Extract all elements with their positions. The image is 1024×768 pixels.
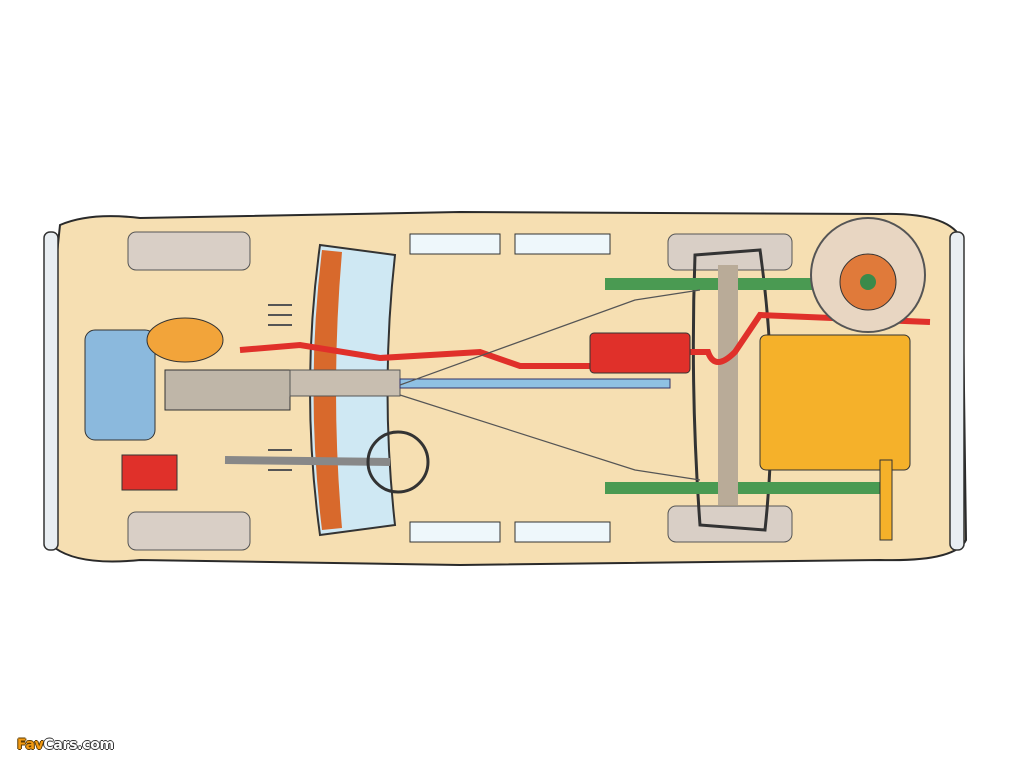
rear-right-wheel: [667, 505, 793, 543]
muffler: [589, 332, 691, 374]
steering-wheel: [366, 430, 430, 494]
rear-axle: [718, 265, 738, 505]
frame-rail: [605, 278, 815, 290]
watermark-fav: Fav: [17, 737, 44, 753]
watermark-cars: Cars.com: [43, 737, 114, 753]
steering-column: [224, 456, 391, 466]
side-window: [409, 521, 501, 543]
side-window: [409, 233, 501, 255]
air-filter: [146, 317, 224, 363]
fuel-tank: [759, 334, 911, 471]
rear-bumper: [949, 231, 965, 551]
handbrake-cable: [399, 289, 701, 481]
fuel-filler-neck: [879, 459, 893, 541]
front-bumper: [43, 231, 59, 551]
driveshaft: [399, 378, 671, 389]
radiator: [84, 329, 156, 441]
side-window: [514, 521, 611, 543]
front-left-wheel: [127, 231, 251, 271]
side-window: [514, 233, 611, 255]
rear-window: [691, 248, 773, 532]
transmission: [289, 369, 401, 397]
exhaust-pipe: [239, 311, 931, 369]
front-right-wheel: [127, 511, 251, 551]
spare-tire-hub: [860, 274, 876, 290]
cooling-vents: [268, 304, 292, 471]
engine-block: [164, 369, 291, 411]
favcars-watermark: FavCars.com: [17, 737, 114, 753]
frame-rail: [605, 482, 885, 494]
battery: [121, 454, 178, 491]
